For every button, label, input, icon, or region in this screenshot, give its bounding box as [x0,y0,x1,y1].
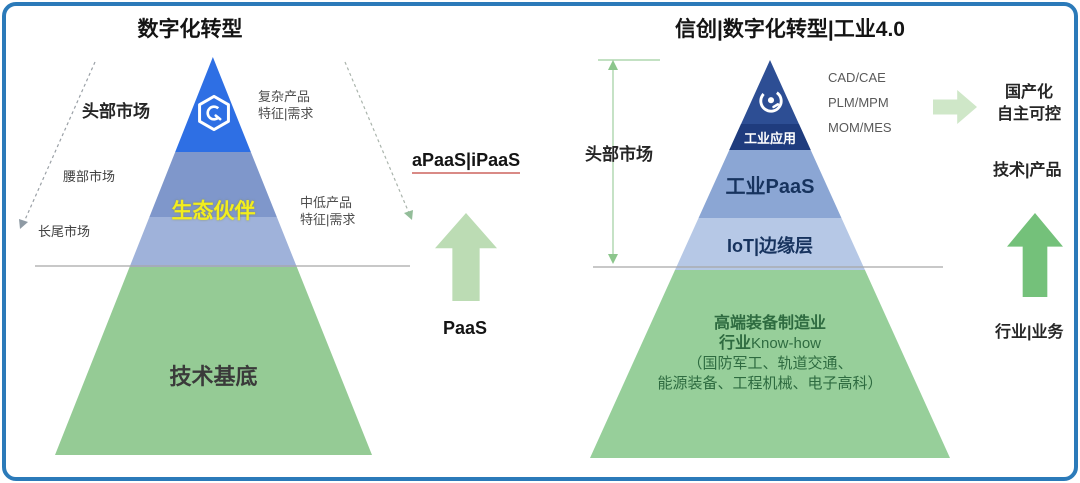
base-line2: 行业Know-how [718,335,822,352]
cad-cae-label: CAD/CAE [828,70,886,85]
head-market-label: 头部市场 [82,102,150,121]
base-line3: （国防军工、轨道交通、 [687,355,853,372]
base-line4: 能源装备、工程机械、电子高科） [657,375,883,392]
plm-mpm-label: PLM/MPM [828,95,889,110]
industry-up-arrow-icon [1007,213,1063,297]
waist-market-label: 腰部市场 [63,169,116,184]
industrial-paas-label: 工业PaaS [725,176,815,198]
midlow-product-annotation: 中低产品 特征|需求 [300,195,356,227]
localization-label: 国产化 自主可控 [996,84,1061,123]
dimension-up-arrowhead-icon [608,60,618,70]
localization-right-arrow-icon [933,90,977,124]
tech-base-label: 技术基底 [169,364,258,389]
right-diagonal-arrowhead-icon [404,210,413,220]
iot-edge-label: IoT|边缘层 [726,236,814,256]
base-line1: 高端装备制造业 [713,315,826,332]
hexagon-logo-icon [193,92,235,139]
apaas-ipaas-label: aPaaS|iPaaS [412,150,521,174]
longtail-market-label: 长尾市场 [38,224,91,239]
paas-label: PaaS [443,318,488,338]
left-diagonal-dashed-line [23,61,96,223]
industry-business-label: 行业|业务 [995,324,1064,341]
left-title: 数字化转型 [137,18,243,41]
right-diagonal-dashed-line [344,61,410,214]
target-logo-icon [754,84,788,123]
partner-label: 生态伙伴 [171,200,256,223]
tech-product-label: 技术|产品 [993,162,1062,179]
mom-mes-label: MOM/MES [828,120,892,135]
complex-product-annotation: 复杂产品 特征|需求 [258,89,314,121]
right-head-market-label: 头部市场 [585,145,653,164]
green-base-text: 高端装备制造业 行业Know-how （国防军工、轨道交通、 能源装备、工程机械… [590,314,950,394]
left-diagonal-arrowhead-icon [19,219,28,229]
app-suite-labels: CAD/CAE PLM/MPM MOM/MES [828,65,892,140]
industrial-app-label: 工业应用 [743,131,796,146]
paas-up-arrow-icon [435,213,497,301]
dimension-down-arrowhead-icon [608,254,618,264]
right-title: 信创|数字化转型|工业4.0 [675,18,905,41]
